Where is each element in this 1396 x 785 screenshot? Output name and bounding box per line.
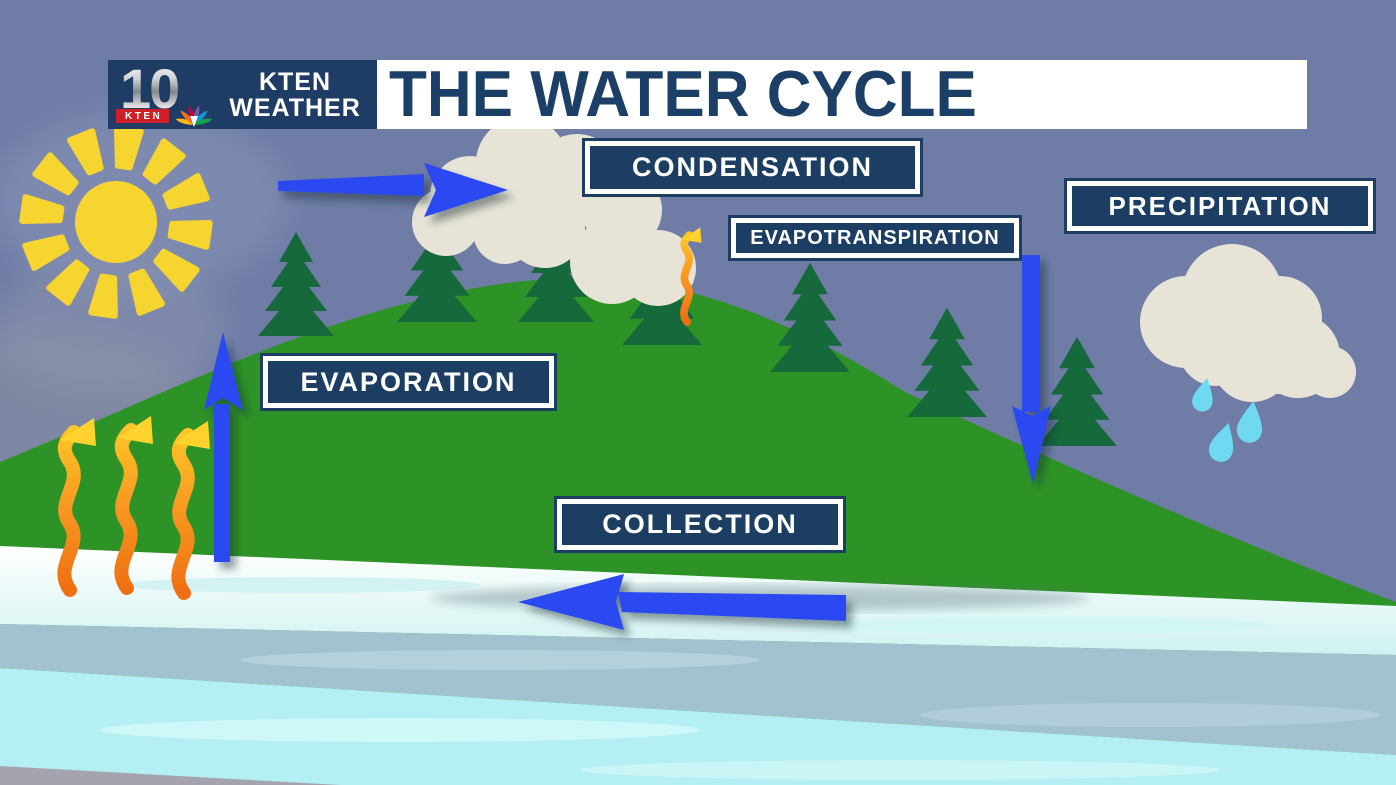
water-streak [120, 577, 480, 593]
label-collection: COLLECTION [554, 496, 846, 553]
logo-line2: WEATHER [229, 93, 361, 122]
title-banner: THE WATER CYCLE [377, 58, 1307, 131]
label-precipitation: PRECIPITATION [1064, 178, 1376, 234]
water-streak [580, 760, 1220, 780]
logo-line1: KTEN [258, 67, 332, 96]
water-streak [100, 718, 700, 742]
page-title: THE WATER CYCLE [389, 58, 977, 131]
water-streak [240, 650, 760, 670]
collection-arrow-icon [518, 574, 846, 630]
kten-weather-logo: 10 KTEN KTEN WEATHER [108, 57, 377, 129]
kten-badge: KTEN [116, 109, 170, 123]
sun-icon [22, 128, 210, 316]
logo-wordmark: KTEN WEATHER [216, 60, 374, 129]
label-condensation: CONDENSATION [582, 138, 923, 197]
evapotranspiration-arrow-icon [1012, 255, 1051, 484]
evaporation-arrow-icon [204, 332, 243, 562]
water-streak [920, 703, 1380, 727]
condensation-arrow-icon [278, 163, 508, 217]
bottom-left-strip [0, 766, 340, 785]
peacock-icon [175, 105, 213, 127]
deep-water [0, 668, 1396, 785]
label-evaporation: EVAPORATION [260, 353, 557, 411]
rain-cloud-icon [1140, 244, 1356, 465]
water-streak [830, 616, 1270, 634]
label-evapotranspiration: EVAPOTRANSPIRATION [728, 215, 1022, 261]
